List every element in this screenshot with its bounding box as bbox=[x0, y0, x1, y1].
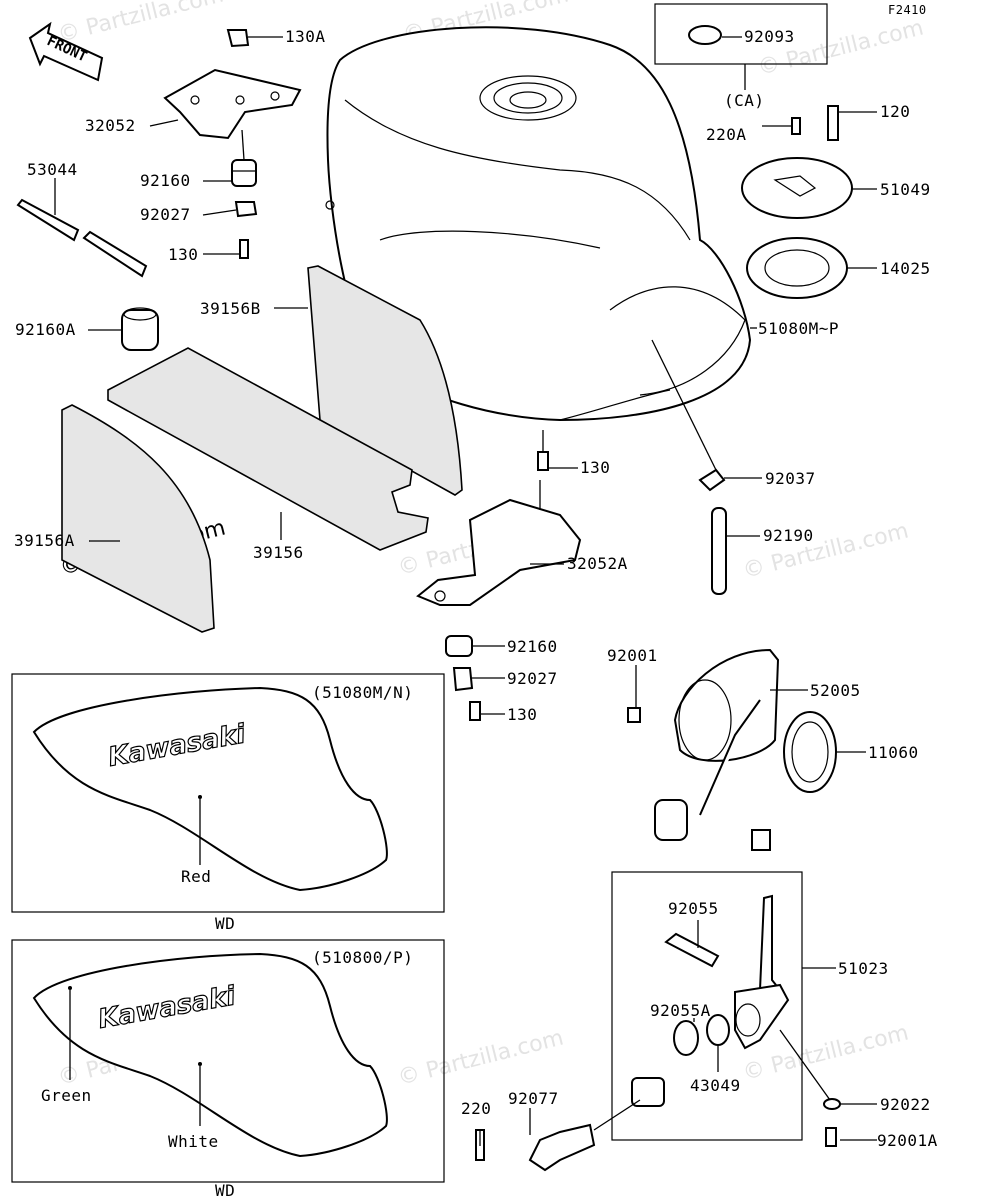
fuel-tank bbox=[325, 26, 752, 422]
bolt-220A bbox=[791, 117, 801, 135]
clamp-92037 bbox=[698, 468, 726, 492]
watermark: © Partzilla.com bbox=[395, 1025, 566, 1090]
bolt-130 bbox=[239, 239, 249, 259]
label-92093: 92093 bbox=[744, 27, 795, 46]
ca-box bbox=[654, 3, 828, 65]
label-92027-top: 92027 bbox=[140, 205, 191, 224]
label-43049: 43049 bbox=[690, 1076, 741, 1095]
label-92037: 92037 bbox=[765, 469, 816, 488]
label-52005: 52005 bbox=[810, 681, 861, 700]
bolt-120 bbox=[827, 105, 839, 141]
label-92001A: 92001A bbox=[877, 1131, 938, 1150]
label-92160-mid: 92160 bbox=[507, 637, 558, 656]
fuel-cock-box bbox=[611, 871, 803, 1141]
label-39156B: 39156B bbox=[200, 299, 261, 318]
pad-39156B bbox=[307, 265, 463, 496]
gasket-11060 bbox=[783, 711, 837, 793]
label-130-low: 130 bbox=[507, 705, 537, 724]
label-130-mid: 130 bbox=[580, 458, 610, 477]
gasket-14025 bbox=[746, 237, 848, 299]
fuel-cock-51023 bbox=[734, 894, 790, 1050]
pad-39156 bbox=[107, 347, 429, 551]
inset-box-2 bbox=[11, 939, 445, 1183]
pad-39156A bbox=[61, 404, 215, 633]
grommet-92160-center bbox=[445, 635, 473, 657]
color-red: Red bbox=[181, 867, 211, 886]
label-92055: 92055 bbox=[668, 899, 719, 918]
watermark: © Partzilla.com bbox=[755, 15, 926, 80]
rubber-92160A bbox=[121, 307, 159, 351]
label-92022: 92022 bbox=[880, 1095, 931, 1114]
label-92077: 92077 bbox=[508, 1089, 559, 1108]
collar-92027 bbox=[234, 201, 258, 218]
inset-tank-2: Kawasaki bbox=[32, 952, 388, 1158]
bolt-92001A bbox=[825, 1127, 837, 1147]
label-14025: 14025 bbox=[880, 259, 931, 278]
pump-52005 bbox=[627, 648, 780, 851]
inset-code-2: (510800/P) bbox=[312, 948, 413, 967]
label-32052: 32052 bbox=[85, 116, 136, 135]
diagram-code: F2410 bbox=[888, 3, 927, 17]
label-220: 220 bbox=[461, 1099, 491, 1118]
collar-92027-center bbox=[452, 667, 474, 692]
label-92055A: 92055A bbox=[650, 1001, 711, 1020]
label-92160A: 92160A bbox=[15, 320, 76, 339]
label-92001: 92001 bbox=[607, 646, 658, 665]
leader-lines bbox=[54, 36, 877, 1146]
bracket-32052A bbox=[416, 451, 582, 606]
label-51080MP: 51080M~P bbox=[758, 319, 839, 338]
color-white: White bbox=[168, 1132, 219, 1151]
label-39156A: 39156A bbox=[14, 531, 75, 550]
watermark: © Partzilla.com bbox=[55, 0, 226, 48]
label-120: 120 bbox=[880, 102, 910, 121]
inset-caption-2: WD bbox=[215, 1181, 235, 1200]
label-130A: 130A bbox=[285, 27, 326, 46]
label-53044: 53044 bbox=[27, 160, 78, 179]
inset-code-1: (51080M/N) bbox=[312, 683, 413, 702]
bracket-32052 bbox=[163, 29, 302, 140]
gasket-92055 bbox=[664, 932, 720, 968]
grommet-92160 bbox=[231, 159, 257, 187]
label-ca: (CA) bbox=[724, 91, 765, 110]
cap-92093 bbox=[688, 25, 722, 45]
label-51049: 51049 bbox=[880, 180, 931, 199]
label-32052A: 32052A bbox=[567, 554, 628, 573]
part-labels: 92093 (CA) 130A 120 220A 32052 51049 530… bbox=[14, 27, 938, 1150]
inset-caption-1: WD bbox=[215, 914, 235, 933]
label-92190: 92190 bbox=[763, 526, 814, 545]
inset-box-1 bbox=[11, 673, 445, 913]
plate-51049 bbox=[741, 157, 853, 219]
lever-92077 bbox=[528, 1077, 665, 1172]
label-39156: 39156 bbox=[253, 543, 304, 562]
label-11060: 11060 bbox=[868, 743, 919, 762]
label-51023: 51023 bbox=[838, 959, 889, 978]
label-220A: 220A bbox=[706, 125, 747, 144]
oring-92055A bbox=[673, 1020, 699, 1056]
strip-53044 bbox=[16, 198, 148, 278]
label-92160-top: 92160 bbox=[140, 171, 191, 190]
inset-tank-1: Kawasaki bbox=[32, 686, 388, 892]
bolt-130-center bbox=[469, 701, 481, 721]
hose-92190 bbox=[711, 507, 727, 595]
label-130-top: 130 bbox=[168, 245, 198, 264]
washer-92022 bbox=[823, 1098, 841, 1110]
label-92027-mid: 92027 bbox=[507, 669, 558, 688]
color-green: Green bbox=[41, 1086, 92, 1105]
